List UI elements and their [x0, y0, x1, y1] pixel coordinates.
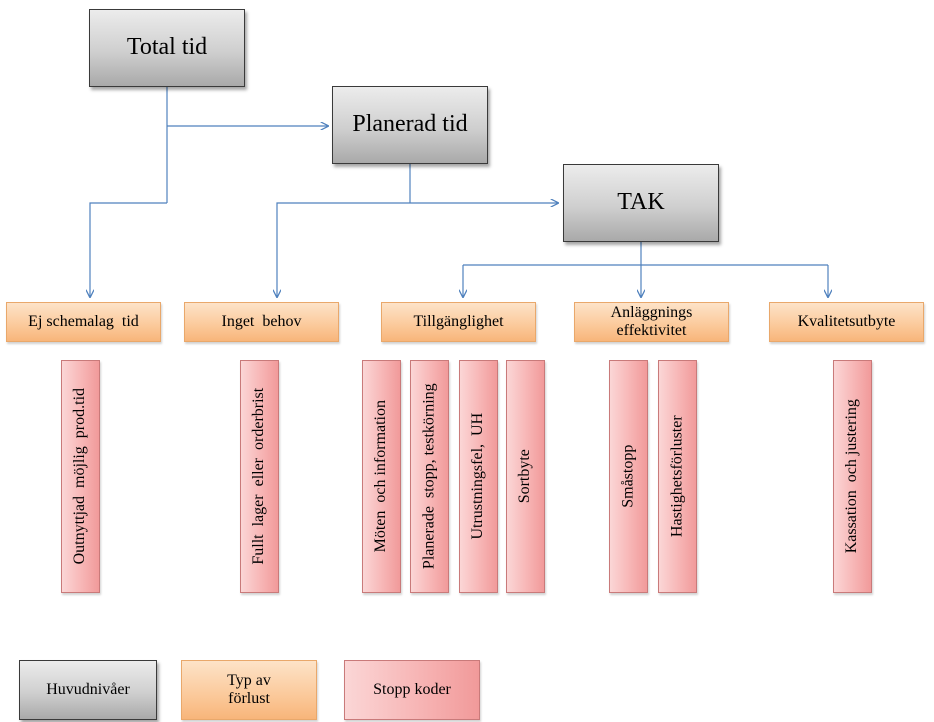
stop-box-label: Hastighetsförluster — [668, 415, 686, 538]
connector-planned-to-no-demand — [277, 202, 410, 297]
stop-box-label: Kassation och justering — [843, 399, 861, 554]
stop-box-label: Utrustningsfel, UH — [469, 413, 487, 540]
stop-box-label: Sortbyte — [516, 449, 534, 504]
main-box-tak: TAK — [563, 164, 719, 242]
legend-main-levels: Huvudnivåer — [19, 660, 157, 720]
loss-box-label: Tillgänglighet — [413, 312, 504, 330]
stop-box-speed-losses: Hastighetsförluster — [658, 360, 697, 593]
stop-box-unused-capacity: Outnyttjad möjlig prod.tid — [61, 360, 100, 593]
legend-loss-type: Typ av förlust — [181, 660, 317, 720]
main-box-label: Total tid — [126, 34, 208, 61]
main-box-total-time: Total tid — [89, 9, 245, 87]
loss-box-availability: Tillgänglighet — [381, 302, 536, 342]
legend-label: Huvudnivåer — [46, 680, 130, 698]
loss-box-quality: Kvalitetsutbyte — [769, 302, 924, 342]
loss-box-label-line1: Anläggnings — [610, 303, 693, 321]
legend-stop-codes: Stopp koder — [344, 660, 480, 720]
stop-box-label: Planerade stopp, testkörning — [420, 383, 438, 570]
loss-box-label-line2: effektivitet — [616, 322, 687, 339]
stop-box-minor-stops: Småstopp — [609, 360, 648, 593]
stop-box-label: Fullt lager eller orderbrist — [250, 388, 268, 565]
loss-box-unscheduled: Ej schemalag tid — [6, 302, 161, 342]
main-box-label: Planerad tid — [352, 111, 468, 138]
loss-box-label: Kvalitetsutbyte — [797, 312, 896, 330]
legend-label-line1: Typ av — [227, 671, 271, 689]
stop-box-label: Möten och information — [372, 400, 390, 553]
legend-label-line2: förlust — [228, 690, 270, 707]
connector-total-to-unscheduled — [90, 202, 167, 297]
loss-box-label: Ej schemalag tid — [28, 312, 139, 330]
stop-box-changeover: Sortbyte — [506, 360, 545, 593]
loss-box-efficiency: Anläggnings effektivitet — [574, 302, 729, 342]
stop-box-scrap: Kassation och justering — [833, 360, 872, 593]
stop-box-label: Outnyttjad möjlig prod.tid — [71, 388, 89, 565]
stop-box-meetings: Möten och information — [362, 360, 401, 593]
main-box-planned-time: Planerad tid — [332, 86, 488, 164]
main-box-label: TAK — [617, 189, 665, 216]
stop-box-planned-stops: Planerade stopp, testkörning — [410, 360, 449, 593]
stop-box-equipment-failure: Utrustningsfel, UH — [459, 360, 498, 593]
stop-box-full-stock: Fullt lager eller orderbrist — [240, 360, 279, 593]
loss-box-no-demand: Inget behov — [184, 302, 339, 342]
loss-box-label: Inget behov — [221, 312, 302, 330]
legend-label: Stopp koder — [373, 680, 451, 698]
stop-box-label: Småstopp — [619, 444, 637, 509]
